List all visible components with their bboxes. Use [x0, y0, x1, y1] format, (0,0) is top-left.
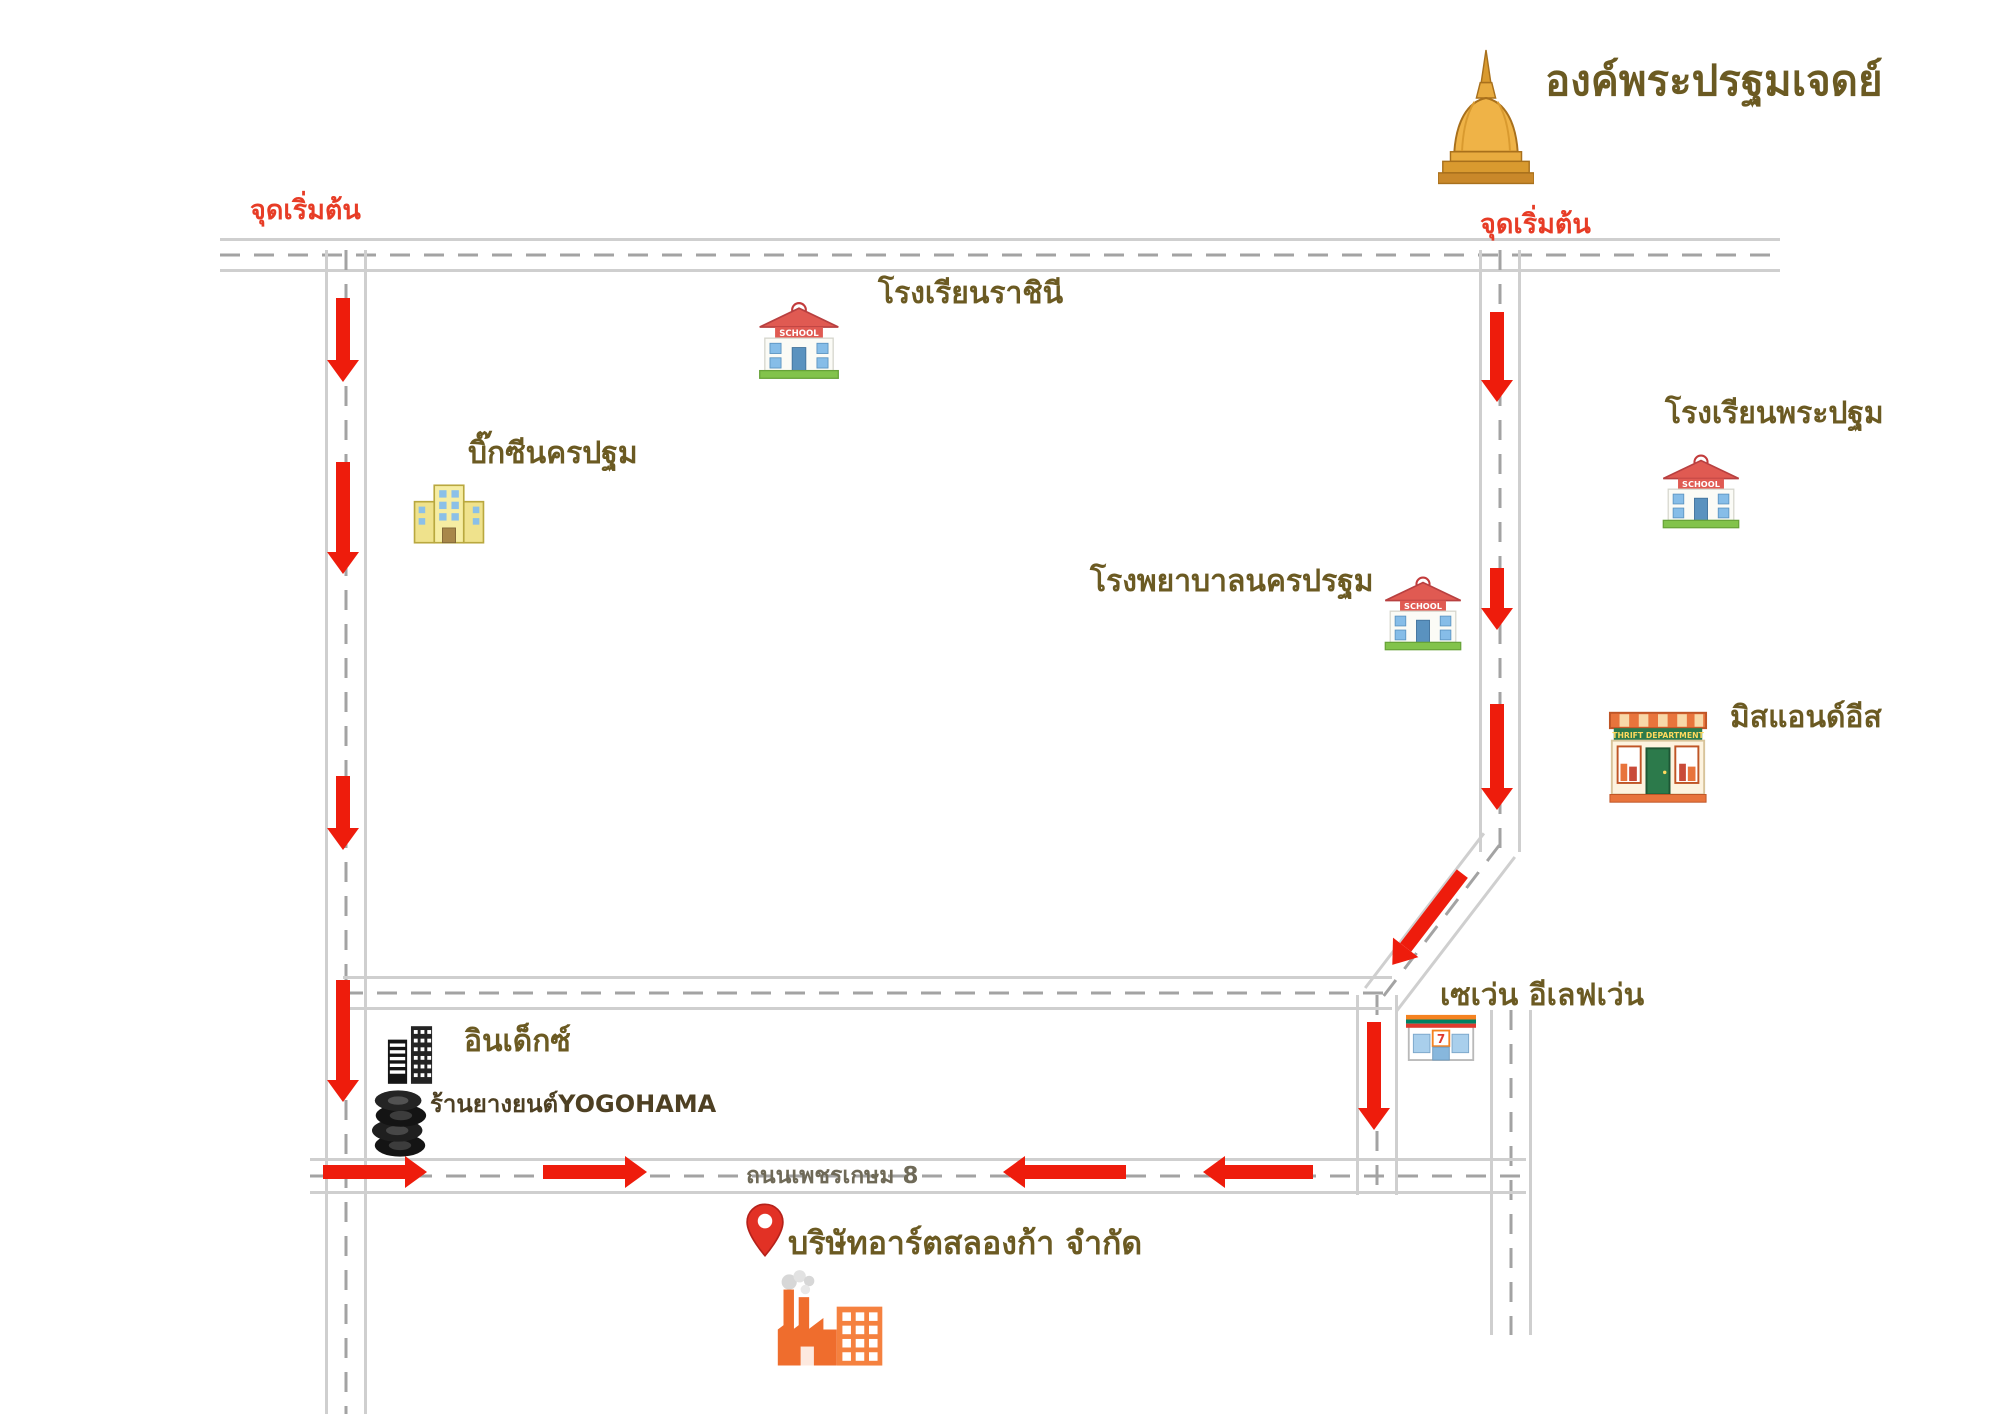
route-arrow-down	[336, 462, 350, 552]
temple-label: องค์พระปรฐมเจดย์	[1545, 56, 1883, 105]
school-icon: SCHOOL	[1660, 450, 1742, 530]
seven-eleven-icon: 7	[1406, 1012, 1476, 1062]
bigc-building-icon	[412, 482, 486, 546]
middle-horizontal-road	[343, 976, 1392, 1010]
svg-text:SCHOOL: SCHOOL	[1404, 601, 1442, 611]
start-label-right: จุดเริ่มต้น	[1480, 209, 1591, 240]
index-label: อินเด็กซ์	[464, 1024, 571, 1059]
school-rachinee-label: โรงเรียนราชินี	[878, 276, 1064, 311]
miss-and-east-label: มิสแอนด์อีส	[1730, 700, 1882, 735]
route-arrow-down	[1367, 1022, 1381, 1108]
route-arrow-right	[323, 1165, 405, 1179]
route-arrow-left	[1225, 1165, 1313, 1179]
top-road	[220, 238, 1780, 272]
svg-text:SCHOOL: SCHOOL	[779, 329, 819, 339]
start-label-left: จุดเริ่มต้น	[250, 195, 361, 226]
school-phra-pathom-label: โรงเรียนพระปฐม	[1665, 396, 1884, 431]
route-arrow-left	[1025, 1165, 1126, 1179]
tire-shop-label: ร้านยางยนต์YOGOHAMA	[430, 1090, 717, 1118]
route-arrow-down	[336, 298, 350, 360]
pagoda-icon	[1438, 48, 1534, 196]
index-building-icon	[386, 1024, 434, 1086]
factory-icon	[774, 1268, 888, 1370]
svg-text:SCHOOL: SCHOOL	[1682, 479, 1720, 489]
hospital-label: โรงพยาบาลนครปรฐม	[1090, 564, 1374, 599]
route-arrow-down	[336, 980, 350, 1080]
svg-text:THRIFT DEPARTMENT: THRIFT DEPARTMENT	[1612, 731, 1704, 740]
route-arrow-down	[1490, 568, 1504, 608]
school-icon: SCHOOL	[756, 298, 842, 380]
tires-icon	[372, 1088, 428, 1158]
destination-label: บริษัทอาร์ตสลองก้า จำกัด	[788, 1224, 1143, 1262]
seven-eleven-label: เซเว่น อีเลฟเว่น	[1440, 978, 1645, 1013]
svg-text:7: 7	[1437, 1032, 1445, 1046]
thrift-store-icon: THRIFT DEPARTMENT	[1608, 708, 1708, 806]
destination-pin-icon	[746, 1198, 784, 1262]
route-arrow-down	[1490, 312, 1504, 380]
bigc-label: บิ๊กซีนครปฐม	[468, 436, 638, 471]
route-arrow-right	[543, 1165, 625, 1179]
phetkasem-road	[310, 1158, 1526, 1194]
hospital-building-icon: SCHOOL	[1382, 572, 1464, 652]
route-arrow-down	[336, 776, 350, 828]
right-vertical-road-lower	[1490, 1010, 1532, 1335]
route-arrow-down	[1490, 704, 1504, 788]
road-name-label: ถนนเพชรเกษม 8	[746, 1163, 919, 1189]
right-vertical-road-upper	[1479, 250, 1521, 852]
